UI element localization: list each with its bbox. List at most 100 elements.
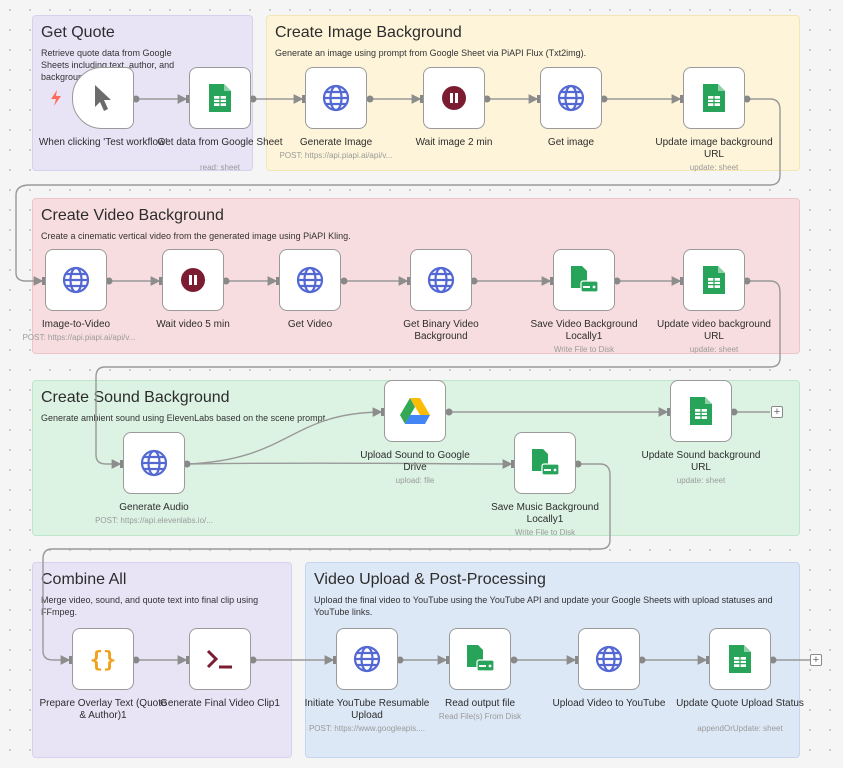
node-get-data[interactable] <box>189 67 251 129</box>
node-upd-vid[interactable] <box>683 249 745 311</box>
node-read-out[interactable] <box>449 628 511 690</box>
node-label: Generate Image <box>299 137 373 148</box>
port-dot <box>743 277 751 285</box>
note-desc: Upload the final video to YouTube using … <box>314 595 773 617</box>
pause-icon <box>441 85 467 111</box>
node-label: Initiate YouTube Resumable Upload <box>304 698 430 721</box>
node-save-vid[interactable] <box>553 249 615 311</box>
node-wait-vid[interactable] <box>162 249 224 311</box>
sheets-icon <box>703 266 725 294</box>
disk-file-icon <box>530 449 560 477</box>
node-label: Save Video Background Locally1 <box>530 319 638 342</box>
node-get-image[interactable] <box>540 67 602 129</box>
node-prep-overlay[interactable]: {} <box>72 628 134 690</box>
add-node-button[interactable]: + <box>810 654 822 666</box>
node-upd-sound[interactable] <box>670 380 732 442</box>
port-input <box>550 277 554 285</box>
node-gen-final[interactable] <box>189 628 251 690</box>
port-input <box>420 95 424 103</box>
node-label: When clicking 'Test workflow' <box>38 137 168 148</box>
port-input <box>159 277 163 285</box>
port-dot <box>769 656 777 664</box>
node-upload-yt[interactable] <box>578 628 640 690</box>
port-input <box>706 656 710 664</box>
note-title: Video Upload & Post-Processing <box>314 571 546 588</box>
node-label: Update video background URL <box>657 319 771 342</box>
add-node-button[interactable]: + <box>771 406 783 418</box>
node-gen-audio[interactable] <box>123 432 185 494</box>
node-upd-quote[interactable] <box>709 628 771 690</box>
port-dot <box>445 408 453 416</box>
disk-file-icon <box>465 645 495 673</box>
node-label: Generate Final Video Clip1 <box>160 698 280 709</box>
port-input <box>186 656 190 664</box>
node-subtitle: upload: file <box>395 476 435 485</box>
port-input <box>120 460 124 468</box>
node-wait-img[interactable] <box>423 67 485 129</box>
note-title: Combine All <box>41 571 127 588</box>
port-dot <box>366 95 374 103</box>
node-label: Read output file <box>444 698 516 709</box>
port-dot <box>743 95 751 103</box>
node-upload-sound[interactable] <box>384 380 446 442</box>
port-input <box>186 95 190 103</box>
drive-icon <box>400 397 430 425</box>
port-dot <box>483 95 491 103</box>
node-subtitle: update: sheet <box>689 163 739 172</box>
node-subtitle: appendOrUpdate: sheet <box>697 724 783 733</box>
node-label: Update Quote Upload Status <box>676 698 804 709</box>
node-gen-image[interactable] <box>305 67 367 129</box>
port-input <box>69 656 73 664</box>
globe-icon <box>61 265 91 295</box>
node-label: Upload Sound to Google Drive <box>360 450 470 473</box>
node-label: Save Music Background Locally1 <box>491 502 599 525</box>
node-get-video[interactable] <box>279 249 341 311</box>
node-label: Prepare Overlay Text (Quote & Author)1 <box>39 698 167 721</box>
note-desc: Merge video, sound, and quote text into … <box>41 595 259 617</box>
node-subtitle: POST: https://api.elevenlabs.io/... <box>95 516 213 525</box>
node-label: Update Sound background URL <box>641 450 761 473</box>
note-desc: Generate an image using prompt from Goog… <box>275 48 587 58</box>
node-subtitle: Write File to Disk <box>553 345 615 354</box>
node-img2vid[interactable] <box>45 249 107 311</box>
disk-file-icon <box>569 266 599 294</box>
port-dot <box>470 277 478 285</box>
port-input <box>537 95 541 103</box>
sheets-icon <box>690 397 712 425</box>
node-subtitle: Read File(s) From Disk <box>438 712 522 721</box>
port-input <box>407 277 411 285</box>
port-dot <box>183 460 191 468</box>
globe-icon <box>139 448 169 478</box>
node-get-bin[interactable] <box>410 249 472 311</box>
node-upd-img[interactable] <box>683 67 745 129</box>
port-dot <box>600 95 608 103</box>
globe-icon <box>295 265 325 295</box>
node-label: Image-to-Video <box>41 319 111 330</box>
code-braces-icon: {} <box>88 647 118 671</box>
port-dot <box>249 95 257 103</box>
port-dot <box>249 656 257 664</box>
sheets-icon <box>729 645 751 673</box>
node-save-music[interactable] <box>514 432 576 494</box>
note-title: Create Image Background <box>275 24 462 41</box>
terminal-icon <box>205 648 235 670</box>
note-title: Create Video Background <box>41 207 224 224</box>
port-dot <box>613 277 621 285</box>
globe-icon <box>352 644 382 674</box>
node-label: Get Binary Video Background <box>403 319 479 342</box>
sheets-icon <box>703 84 725 112</box>
node-subtitle: POST: https://api.piapi.ai/api/v... <box>22 333 136 342</box>
note-desc: Generate ambient sound using ElevenLabs … <box>41 413 328 423</box>
node-init-yt[interactable] <box>336 628 398 690</box>
port-input <box>42 277 46 285</box>
wire <box>42 463 611 665</box>
port-dot <box>396 656 404 664</box>
node-trigger[interactable] <box>72 67 134 129</box>
globe-icon <box>594 644 624 674</box>
port-dot <box>638 656 646 664</box>
node-label: Generate Audio <box>119 502 189 513</box>
node-subtitle: Write File to Disk <box>514 528 576 537</box>
port-dot <box>132 95 140 103</box>
node-label: Get image <box>547 137 595 148</box>
port-input <box>667 408 671 416</box>
